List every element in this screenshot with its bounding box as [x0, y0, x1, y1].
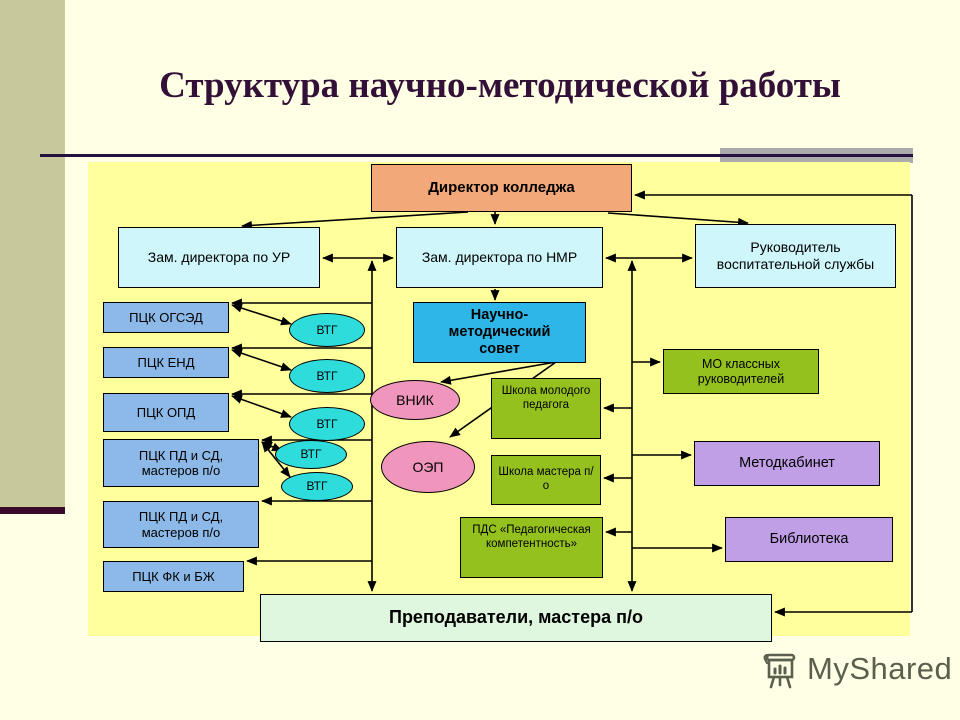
node-pck-opd: ПЦК ОПД: [103, 393, 229, 432]
node-pck-pd-sd-2: ПЦК ПД и СД, мастеров п/о: [103, 501, 259, 548]
node-pck-ogsed: ПЦК ОГСЭД: [103, 302, 229, 333]
node-vtg-3: ВТГ: [289, 407, 365, 441]
node-school-master: Школа мастера п/о: [491, 455, 601, 505]
node-oep: ОЭП: [381, 441, 475, 493]
node-head-vospitatelnoy: Руководитель воспитательной службы: [695, 224, 896, 288]
node-vtg-4: ВТГ: [275, 440, 347, 469]
node-school-young-teacher: Школа молодого педагога: [491, 378, 601, 439]
template-left-strip: [0, 0, 65, 507]
node-teachers-masters: Преподаватели, мастера п/о: [260, 594, 772, 642]
node-vtg-2: ВТГ: [289, 359, 365, 393]
node-pds-pedagogical-competence: ПДС «Педагогическая компетентность»: [460, 517, 603, 578]
node-mo-class-leaders: МО классных руководителей: [663, 349, 819, 394]
node-vtg-1: ВТГ: [289, 313, 365, 347]
myshared-watermark: MyShared: [760, 648, 952, 690]
presentation-board-icon: [760, 648, 800, 690]
node-metodkabinet: Методкабинет: [694, 441, 880, 486]
node-deputy-nmr: Зам. директора по НМР: [396, 227, 603, 288]
page-title: Структура научно-методической работы: [159, 65, 841, 106]
node-pck-fk-bzh: ПЦК ФК и БЖ: [103, 561, 244, 592]
node-director: Директор колледжа: [371, 164, 632, 212]
title-underline: [40, 154, 913, 157]
node-vnik: ВНИК: [370, 380, 460, 420]
node-pck-end: ПЦК ЕНД: [103, 347, 229, 378]
node-vtg-5: ВТГ: [281, 472, 353, 501]
watermark-label: MyShared: [807, 651, 953, 686]
node-scientific-method-council: Научно-методический совет: [413, 302, 586, 363]
template-accent-bar: [0, 507, 65, 514]
node-pck-pd-sd-1: ПЦК ПД и СД, мастеров п/о: [103, 439, 259, 487]
node-deputy-ur: Зам. директора по УР: [118, 227, 320, 288]
node-library: Библиотека: [725, 517, 893, 562]
